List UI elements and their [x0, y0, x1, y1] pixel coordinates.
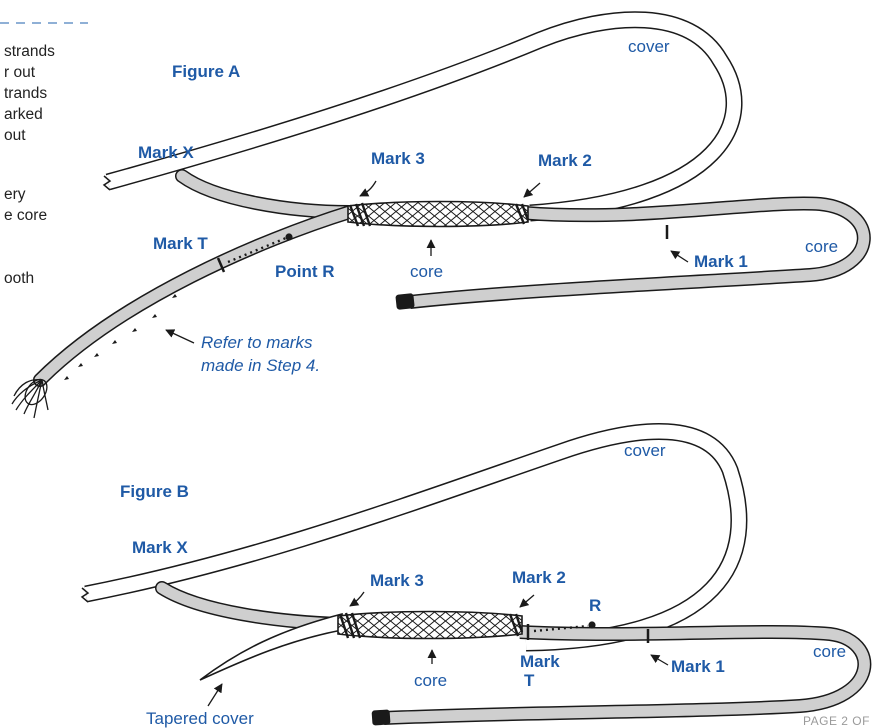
arrow-mark-3-b — [349, 591, 365, 607]
mark-2-label-b: Mark 2 — [512, 568, 566, 587]
side-line-7: e core — [4, 207, 47, 224]
side-line-1: strands — [4, 43, 55, 60]
point-r-label-a: Point R — [275, 262, 335, 281]
sidebar-text: strands r out trands arked out ery e cor… — [4, 43, 55, 287]
mark-t-tick-a — [216, 257, 226, 273]
mark-t-label-b-line-1: Mark — [520, 652, 560, 671]
point-r-dot-a — [285, 233, 293, 241]
arrow-refer-a — [165, 329, 195, 344]
side-line-2: r out — [4, 64, 36, 81]
cover-label-a: cover — [628, 37, 670, 56]
cover-label-b: cover — [624, 441, 666, 460]
core-label-b-center: core — [414, 671, 447, 690]
core-left-b — [155, 581, 347, 631]
point-r-dot-b — [588, 621, 596, 629]
core-label-b-right: core — [813, 642, 846, 661]
side-line-6: ery — [4, 186, 26, 203]
side-line-3: trands — [4, 85, 47, 102]
core-loop-a — [395, 196, 871, 310]
mark-x-label-b: Mark X — [132, 538, 188, 557]
core-label-a-center: core — [410, 262, 443, 281]
core-end-tape-b — [371, 709, 391, 726]
refer-note-line-1: Refer to marks — [201, 333, 313, 352]
core-end-tape-a — [395, 293, 415, 310]
page-number: PAGE 2 OF — [803, 714, 870, 728]
cover-rope-a — [102, 11, 743, 222]
figure-b-title: Figure B — [120, 482, 189, 501]
braid-section-b — [337, 610, 524, 640]
frayed-end-a — [11, 378, 49, 419]
mark-t-label-a: Mark T — [153, 234, 208, 253]
cover-rope-b — [80, 423, 748, 652]
tapered-cover-label-b: Tapered cover — [146, 709, 254, 728]
figure-a: Figure A cover Mark X Mark 3 Mark 2 core… — [11, 11, 871, 419]
side-line-4: arked — [4, 106, 43, 123]
mark-3-label-a: Mark 3 — [371, 149, 425, 168]
arrow-mark-1-b — [650, 654, 669, 666]
braid-section-a — [347, 200, 530, 228]
side-line-5: out — [4, 127, 26, 144]
figure-a-title: Figure A — [172, 62, 240, 81]
mark-1-label-a: Mark 1 — [694, 252, 748, 271]
point-r-dots-a — [227, 236, 287, 264]
point-r-label-b: R — [589, 596, 601, 615]
refer-note-line-2: made in Step 4. — [201, 356, 320, 375]
core-label-a-right: core — [805, 237, 838, 256]
mark-3-label-b: Mark 3 — [370, 571, 424, 590]
step4-marks-a — [64, 294, 177, 380]
tapered-cover-b — [199, 612, 343, 681]
arrow-mark-2-a — [523, 182, 541, 198]
arrow-mark-3-a — [359, 180, 377, 197]
side-line-8: ooth — [4, 270, 34, 287]
core-left-a — [175, 169, 357, 219]
arrow-mark-2-b — [519, 594, 535, 608]
figure-b: Figure B cover Mark X Mark 3 Mark 2 R co… — [80, 423, 872, 728]
mark-1-label-b: Mark 1 — [671, 657, 725, 676]
core-loop-b — [371, 621, 872, 726]
mark-2-label-a: Mark 2 — [538, 151, 592, 170]
arrow-mark-1-a — [670, 250, 689, 263]
mark-t-label-b-line-2: T — [524, 671, 535, 690]
mark-x-label-a: Mark X — [138, 143, 194, 162]
core-tail-a — [11, 205, 357, 419]
arrow-tapered-b — [207, 683, 223, 707]
